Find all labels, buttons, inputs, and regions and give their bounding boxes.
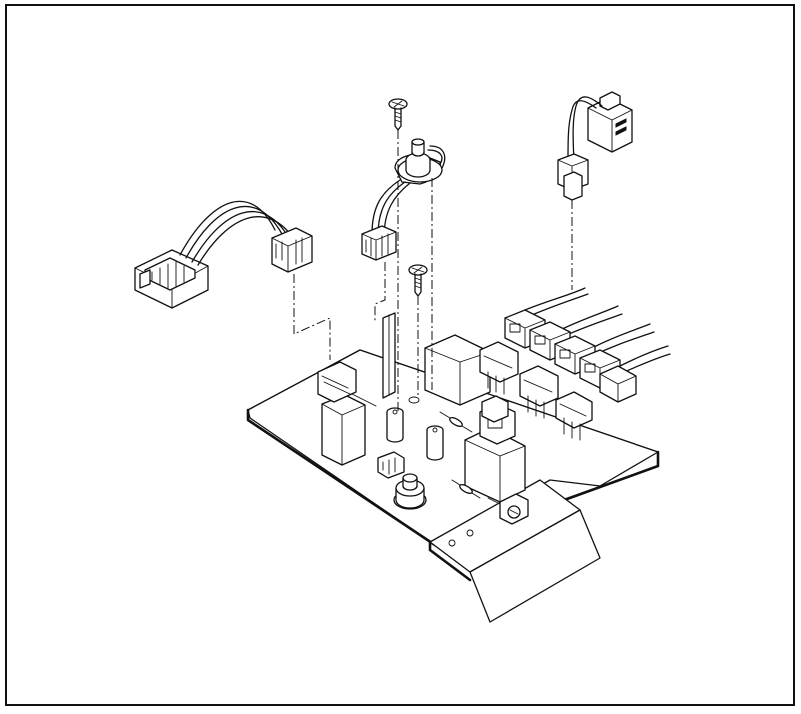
screw-icon [408, 264, 428, 297]
thermistor-assembly [361, 98, 446, 297]
switch-assembly [557, 91, 633, 201]
diagram-frame [5, 4, 795, 706]
connector-bank [504, 287, 671, 403]
wire-harness [134, 200, 313, 309]
screw-icon [388, 98, 408, 131]
board-components [317, 312, 593, 525]
assembly-centerlines [293, 130, 573, 412]
